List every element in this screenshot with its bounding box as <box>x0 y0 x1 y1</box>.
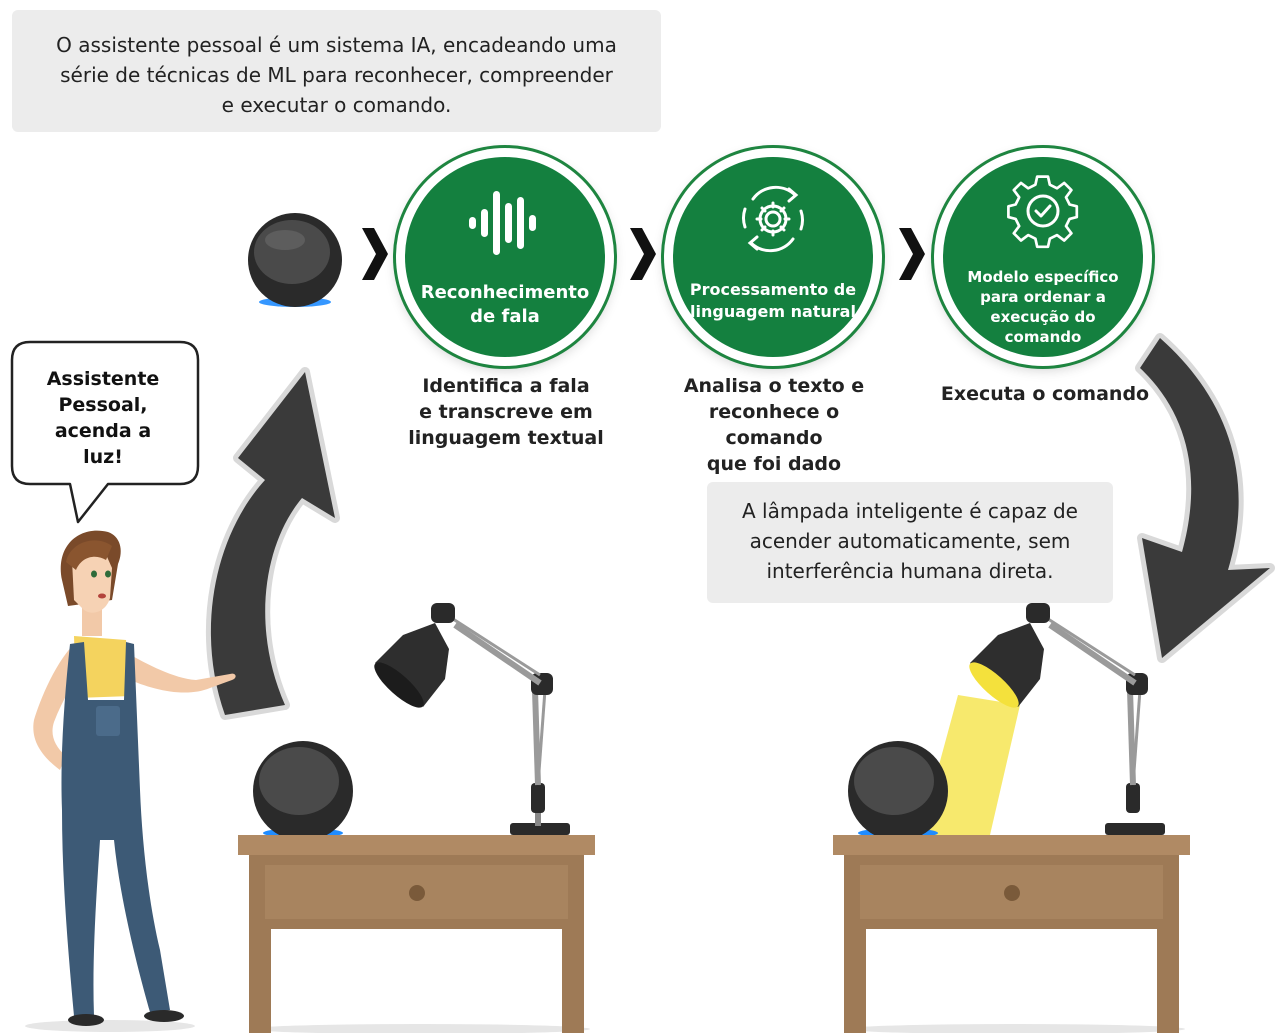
step1-title-line1: Reconhecimento <box>420 282 590 303</box>
woman-illustration <box>25 530 236 1032</box>
step-speech-recognition: Reconhecimento de fala <box>396 148 614 366</box>
desk-lamp-left <box>374 603 570 835</box>
step3-title-line3: execução do <box>990 308 1096 326</box>
down-curved-arrow <box>1135 333 1275 663</box>
chevron-right-icon <box>630 228 656 280</box>
speech-bubble-text: Assistente Pessoal, acenda a luz! <box>46 368 160 468</box>
lamp-note: A lâmpada inteligente é capaz de acender… <box>707 482 1113 603</box>
intro-note-line1: O assistente pessoal é um sistema IA, en… <box>56 33 617 57</box>
chevron-right-icon <box>899 228 925 280</box>
smart-speaker-left <box>253 741 353 841</box>
lamp-note-line1: A lâmpada inteligente é capaz de <box>742 499 1078 523</box>
intro-note-line3: e executar o comando. <box>221 93 452 117</box>
desk-lamp-right <box>969 603 1165 835</box>
smart-speaker-right <box>848 741 948 841</box>
right-desk-scene <box>833 603 1190 1033</box>
lamp-note-line2: acender automaticamente, sem <box>749 529 1071 553</box>
step2-title-line2: linguagem natural <box>690 302 856 321</box>
lamp-note-line3: interferência humana direta. <box>766 559 1054 583</box>
smart-speaker-top <box>248 213 342 307</box>
up-curved-arrow <box>205 367 340 720</box>
step-natural-language-processing: Processamento de linguagem natural <box>664 148 882 366</box>
speech-bubble <box>10 340 200 524</box>
intro-note: O assistente pessoal é um sistema IA, en… <box>12 10 661 132</box>
step3-description: Executa o comando <box>940 383 1150 405</box>
step-specific-model: Modelo específico para ordenar a execuçã… <box>934 148 1152 366</box>
gear-check-icon <box>1007 175 1079 249</box>
step1-title-line2: de fala <box>470 306 540 327</box>
step3-title-line1: Modelo específico <box>967 268 1119 286</box>
chevron-right-icon <box>362 228 388 280</box>
sound-wave-icon <box>469 191 536 255</box>
step2-title-line1: Processamento de <box>689 280 857 299</box>
intro-note-line2: série de técnicas de ML para reconhecer,… <box>60 63 613 87</box>
gear-cycle-icon <box>742 185 804 253</box>
step3-title-line4: comando <box>1004 328 1082 346</box>
step1-description: Identifica a fala e transcreve em lingua… <box>408 375 604 449</box>
step3-title-line2: para ordenar a <box>980 288 1106 306</box>
left-desk-scene <box>238 603 595 1033</box>
step2-description: Analisa o texto e reconhece o comando qu… <box>683 375 865 475</box>
